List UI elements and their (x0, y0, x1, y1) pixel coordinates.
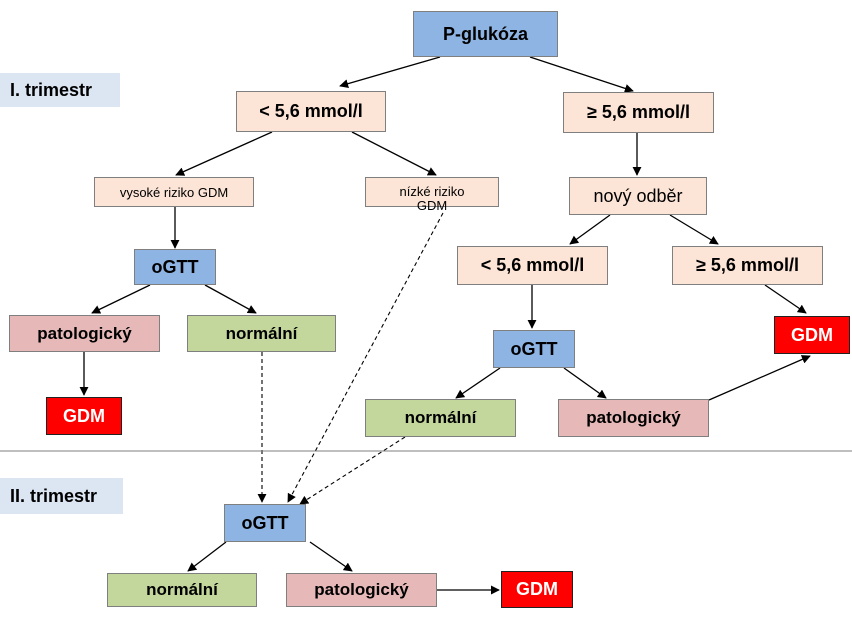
node-normalni-right: normální (365, 399, 516, 437)
dashed-normal-right-to-ogtt (299, 436, 406, 505)
node-gdm-bottom: GDM (501, 571, 573, 608)
node-low-1: < 5,6 mmol/l (236, 91, 386, 132)
arrow-ogtt-to-patol-right (563, 367, 607, 399)
arrow-ogtt-to-patol-bottom (309, 541, 353, 572)
arrow-newsample-to-high2 (669, 214, 719, 245)
node-high-2: ≥ 5,6 mmol/l (672, 246, 823, 285)
arrow-ogtt-to-normal-right (455, 367, 501, 399)
node-low-risk: nízké riziko GDM (365, 177, 499, 213)
node-patologicky-left: patologický (9, 315, 160, 352)
node-low-risk-line1: nízké riziko (399, 184, 465, 199)
node-ogtt-left: oGTT (134, 249, 216, 285)
arrow-low1-to-lowrisk (351, 131, 437, 176)
node-patologicky-bottom: patologický (286, 573, 437, 607)
arrow-root-to-high1 (529, 56, 634, 93)
node-high-1: ≥ 5,6 mmol/l (563, 92, 714, 133)
node-p-glukoza: P-glukóza (413, 11, 558, 57)
node-patologicky-right: patologický (558, 399, 709, 437)
trimester-1-label: I. trimestr (0, 73, 120, 107)
node-low-2: < 5,6 mmol/l (457, 246, 608, 285)
arrow-newsample-to-low2 (569, 214, 611, 245)
arrow-ogtt-to-patol (91, 284, 151, 314)
node-high-risk: vysoké riziko GDM (94, 177, 254, 207)
node-new-sample: nový odběr (569, 177, 707, 215)
arrow-low1-to-highrisk (175, 131, 273, 176)
node-gdm-right: GDM (774, 316, 850, 354)
node-normalni-left: normální (187, 315, 336, 352)
arrow-patol-to-gdm-right (708, 355, 811, 401)
dashed-lowrisk-to-ogtt (287, 212, 444, 503)
node-ogtt-bottom: oGTT (224, 504, 306, 542)
node-ogtt-right: oGTT (493, 330, 575, 368)
node-normalni-bottom: normální (107, 573, 257, 607)
node-gdm-left: GDM (46, 397, 122, 435)
arrow-ogtt-to-normal-bottom (187, 541, 227, 572)
node-low-risk-line2: GDM (416, 198, 448, 213)
arrow-high2-to-gdm (764, 284, 807, 314)
arrow-root-to-low1 (339, 56, 441, 89)
arrow-ogtt-to-normal (204, 284, 257, 314)
trimester-2-label: II. trimestr (0, 478, 123, 514)
